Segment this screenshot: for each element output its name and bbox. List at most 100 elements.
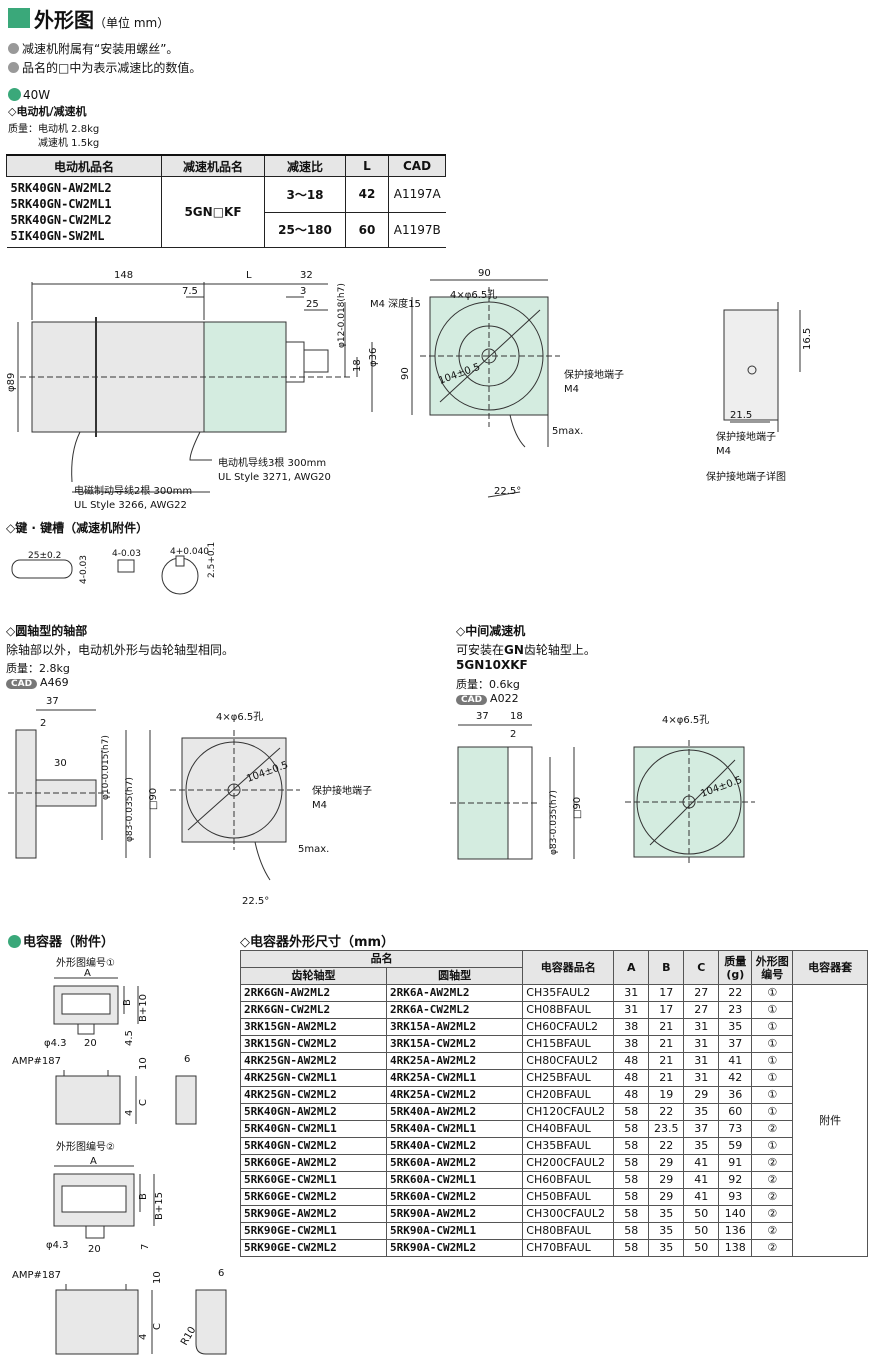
dim-90-side: 90 xyxy=(400,367,411,380)
th-A: A xyxy=(613,950,650,985)
th-L: L xyxy=(345,154,389,177)
table-cell: 29 xyxy=(648,1154,685,1172)
detail-m4: M4 xyxy=(716,446,731,457)
dim-phi89: φ89 xyxy=(6,373,17,392)
brake-lead: 电磁制动导线2根 300mm xyxy=(74,484,192,497)
detail-ground-label: 保护接地端子 xyxy=(716,430,776,443)
motor-lead: 电动机导线3根 300mm xyxy=(218,456,326,469)
th-name: 品名 xyxy=(239,950,524,968)
ground-terminal-label: 保护接地端子 xyxy=(564,368,624,381)
table-cell: 5RK60A-AW2ML2 xyxy=(385,1154,524,1172)
L-1: 42 xyxy=(345,176,389,213)
c1-A: A xyxy=(84,968,91,979)
cap-fig1: 外形图编号① xyxy=(56,958,115,969)
table-cell: 4RK25A-CW2ML1 xyxy=(385,1069,524,1087)
table-cell: 35 xyxy=(648,1222,685,1240)
table-cell: 2RK6GN-AW2ML2 xyxy=(240,984,387,1002)
dim-32: 32 xyxy=(300,270,313,281)
m-dim-18: 18 xyxy=(510,711,523,722)
table-cell: 4RK25A-AW2ML2 xyxy=(385,1052,524,1070)
table-cell: ① xyxy=(751,1069,794,1087)
dim-16-5: 16.5 xyxy=(802,328,813,350)
table-cell: 3RK15GN-CW2ML2 xyxy=(240,1035,387,1053)
table-cell: 140 xyxy=(718,1205,753,1223)
table-cell: 5RK60GE-AW2ML2 xyxy=(240,1154,387,1172)
table-cell: ① xyxy=(751,1001,794,1019)
table-cell: 92 xyxy=(718,1171,753,1189)
table-cell: 3RK15A-CW2ML2 xyxy=(385,1035,524,1053)
table-cell: 58 xyxy=(613,1188,650,1206)
table-cell: 35 xyxy=(718,1018,753,1036)
table-cell: CH80BFAUL xyxy=(522,1222,615,1240)
table-cell: 31 xyxy=(683,1018,720,1036)
table-cell: 73 xyxy=(718,1120,753,1138)
motor-names: 5RK40GN-AW2ML2 5RK40GN-CW2ML1 5RK40GN-CW… xyxy=(6,176,162,248)
table-cell: CH50BFAUL xyxy=(522,1188,615,1206)
table-cell: 58 xyxy=(613,1137,650,1155)
table-cell: 50 xyxy=(683,1205,720,1223)
r-dim-37: 37 xyxy=(46,696,59,707)
table-cell: 58 xyxy=(613,1103,650,1121)
m-dim-90: □90 xyxy=(572,797,583,819)
dim-L: L xyxy=(246,270,252,281)
c2-A: A xyxy=(90,1156,97,1167)
table-cell: 37 xyxy=(683,1120,720,1138)
table-cell: 50 xyxy=(683,1222,720,1240)
m-dim-2: 2 xyxy=(510,729,516,740)
table-cell: 5RK90A-CW2ML1 xyxy=(385,1222,524,1240)
table-cell: 5RK40GN-CW2ML1 xyxy=(240,1120,387,1138)
c1-hole: φ4.3 xyxy=(44,1038,67,1049)
table-cell: 31 xyxy=(683,1069,720,1087)
table-cell: 91 xyxy=(718,1154,753,1172)
table-cell: 41 xyxy=(718,1052,753,1070)
table-cell: CH40BFAUL xyxy=(522,1120,615,1138)
table-cell: ① xyxy=(751,1018,794,1036)
table-cell: CH70BFAUL xyxy=(522,1239,615,1257)
round-mass: 质量：2.8kg xyxy=(6,662,70,675)
table-cell: 5RK90A-CW2ML2 xyxy=(385,1239,524,1257)
cap-drawing-1: A B B+10 φ4.3 20 4.5 AMP#187 10 6 C 4 xyxy=(12,968,197,1125)
table-cell: CH35FAUL2 xyxy=(522,984,615,1002)
table-cell: 58 xyxy=(613,1205,650,1223)
cad-1: A1197A xyxy=(388,176,446,213)
table-cell: 2RK6GN-CW2ML2 xyxy=(240,1001,387,1019)
table-cell: 41 xyxy=(683,1154,720,1172)
table-cell: 5RK40A-CW2ML2 xyxy=(385,1137,524,1155)
table-cell: CH200CFAUL2 xyxy=(522,1154,615,1172)
table-cell: 48 xyxy=(613,1069,650,1087)
dim-5max: 5max. xyxy=(552,426,583,437)
brake-lead-spec: UL Style 3266, AWG22 xyxy=(74,500,187,511)
table-cell: 31 xyxy=(613,984,650,1002)
section-40w: 40W xyxy=(8,88,50,102)
table-cell: 58 xyxy=(613,1154,650,1172)
c2-4: 4 xyxy=(138,1334,149,1340)
motor-table: 电动机品名 减速机品名 减速比 L CAD 5RK40GN-AW2ML2 5RK… xyxy=(6,154,446,248)
c1-10: 10 xyxy=(138,1057,149,1070)
note-2: 品名的□中为表示减速比的数值。 xyxy=(8,59,201,76)
table-cell: 4RK25GN-CW2ML1 xyxy=(240,1069,387,1087)
table-cell: 17 xyxy=(648,1001,685,1019)
cap-title: 电容器（附件） xyxy=(8,931,114,950)
middle-model: 5GN10XKF xyxy=(456,658,528,672)
middle-drawing: 37 18 2 φ83-0.035(h7) □90 4×φ6.5孔 104±0.… xyxy=(450,711,755,865)
table-cell: ② xyxy=(751,1188,794,1206)
table-cell: 23 xyxy=(718,1001,753,1019)
th-cad: CAD xyxy=(388,154,446,177)
mass-motor: 质量：电动机 2.8kg xyxy=(8,124,100,135)
table-cell: 38 xyxy=(613,1018,650,1036)
dim-phi36: φ36 xyxy=(368,348,379,367)
dim-holes: 4×φ6.5孔 xyxy=(450,289,497,301)
table-cell: 60 xyxy=(718,1103,753,1121)
table-cell: 48 xyxy=(613,1052,650,1070)
table-cell: CH08BFAUL xyxy=(522,1001,615,1019)
set-cell: 附件 xyxy=(792,984,868,1257)
